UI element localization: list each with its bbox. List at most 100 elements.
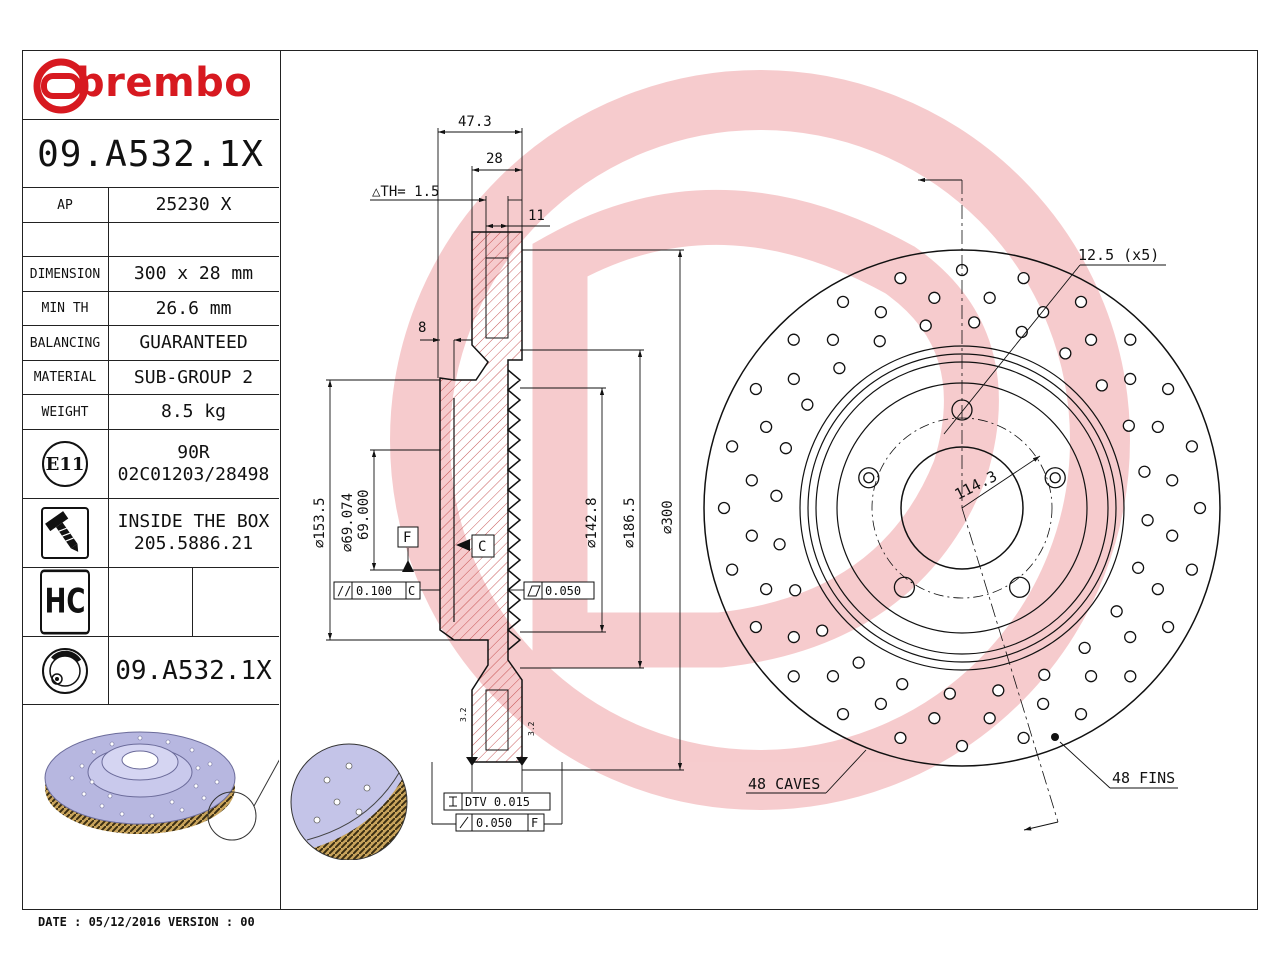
dim-186: ∅186.5 bbox=[622, 497, 638, 548]
datum-f-box bbox=[397, 526, 419, 548]
drilled-hole bbox=[1151, 582, 1165, 596]
roughness-a: 3.2 bbox=[459, 707, 468, 722]
balancing-value: GUARANTEED bbox=[139, 332, 248, 353]
tol-flat-value: 0.050 bbox=[545, 584, 581, 598]
drilled-hole bbox=[1193, 501, 1207, 515]
drilled-hole bbox=[1185, 440, 1199, 453]
blank-row bbox=[22, 223, 279, 257]
dim-153: ∅153.5 bbox=[312, 497, 328, 548]
screw-cell bbox=[22, 499, 109, 567]
bottom-part-number: 09.A532.1X bbox=[115, 655, 272, 686]
drilled-hole bbox=[1038, 668, 1051, 681]
drilled-hole bbox=[1084, 670, 1098, 683]
e11-row: E11 90R 02C01203/28498 bbox=[22, 430, 279, 499]
dtv-arrow-right bbox=[516, 757, 528, 766]
disc-detail-illustration bbox=[290, 743, 408, 860]
drilled-hole bbox=[1124, 372, 1137, 386]
runout-frame: 0.050 F bbox=[455, 813, 545, 832]
minth-label: MIN TH bbox=[22, 292, 109, 325]
bottom-part-row: 09.A532.1X bbox=[22, 637, 279, 705]
e11-line1: 90R bbox=[177, 442, 210, 463]
minth-value: 26.6 mm bbox=[155, 297, 232, 319]
datum-c-label: C bbox=[478, 539, 486, 555]
drilled-hole bbox=[983, 291, 996, 304]
stud-hole-inner bbox=[863, 472, 875, 484]
drilled-hole bbox=[779, 442, 793, 455]
drilled-hole bbox=[928, 712, 941, 725]
drilled-hole bbox=[1078, 641, 1091, 654]
drilled-hole bbox=[1074, 707, 1088, 721]
datum-c-triangle bbox=[456, 539, 470, 551]
drilled-hole bbox=[928, 291, 941, 304]
e11-line2: 02C01203/28498 bbox=[117, 464, 270, 485]
weight-label: WEIGHT bbox=[22, 395, 109, 429]
dim-8: 8 bbox=[418, 320, 426, 336]
tol-parallel-ref: C bbox=[408, 584, 415, 598]
drilled-hole bbox=[717, 501, 731, 515]
dim-th: △TH= 1.5 bbox=[372, 184, 439, 200]
weight-value: 8.5 kg bbox=[160, 401, 227, 422]
dimension-label: DIMENSION bbox=[22, 257, 109, 291]
drawing-frame bbox=[22, 50, 1258, 910]
dimension-lines bbox=[326, 128, 684, 825]
drilled-hole bbox=[873, 335, 886, 348]
drilled-hole bbox=[833, 362, 846, 375]
drilled-hole bbox=[836, 707, 850, 721]
brembo-logo-icon bbox=[33, 58, 89, 114]
drilled-hole bbox=[955, 739, 969, 753]
balancing-row: BALANCING GUARANTEED bbox=[22, 326, 279, 361]
drilled-hole bbox=[1122, 419, 1135, 432]
e11-badge-icon: E11 bbox=[42, 441, 88, 487]
dim-11: 11 bbox=[528, 208, 545, 224]
drilled-hole bbox=[1185, 563, 1199, 576]
part-number-row bbox=[22, 120, 279, 188]
drilled-hole bbox=[992, 684, 1005, 697]
box-values: INSIDE THE BOX 205.5886.21 bbox=[108, 499, 279, 567]
drilled-hole bbox=[745, 474, 758, 487]
drilled-hole bbox=[1084, 333, 1098, 346]
drilled-hole bbox=[1166, 529, 1179, 542]
drilled-hole bbox=[1124, 630, 1137, 644]
drilled-hole bbox=[787, 630, 800, 644]
minth-row: MIN TH 26.6 mm bbox=[22, 292, 279, 326]
footer-info: DATE : 05/12/2016 VERSION : 00 bbox=[38, 915, 255, 929]
drilled-hole bbox=[919, 319, 932, 332]
datum-f-label: F bbox=[403, 530, 411, 546]
drilled-hole bbox=[852, 656, 865, 669]
box-row: INSIDE THE BOX 205.5886.21 bbox=[22, 499, 279, 568]
drilled-hole bbox=[1166, 474, 1179, 487]
drilled-hole bbox=[874, 305, 888, 319]
stud-hole bbox=[1044, 467, 1066, 489]
stud-hole-inner bbox=[1049, 472, 1061, 484]
ap-label: AP bbox=[22, 188, 109, 222]
roughness-b: 3.2 bbox=[527, 721, 536, 736]
drilled-hole bbox=[836, 295, 850, 309]
drilled-hole bbox=[801, 398, 814, 411]
hc-row: HC bbox=[22, 568, 279, 637]
drilled-hole bbox=[968, 316, 981, 329]
drilled-hole bbox=[787, 372, 800, 386]
dimension-row: DIMENSION 300 x 28 mm bbox=[22, 257, 279, 292]
info-panel: 09.A532.1X AP 25230 X DIMENSION 300 x 28… bbox=[22, 50, 408, 910]
drilled-hole bbox=[1141, 514, 1154, 527]
runout-ref: F bbox=[531, 816, 538, 830]
stud-holes bbox=[858, 399, 1066, 598]
datum-f-triangle bbox=[402, 560, 414, 572]
dtv-frame: DTV 0.015 bbox=[443, 792, 551, 811]
drilled-hole bbox=[1036, 697, 1050, 711]
drilled-hole bbox=[725, 440, 739, 453]
drilled-hole bbox=[874, 697, 888, 711]
dim-47: 47.3 bbox=[458, 114, 492, 130]
disc-front-view bbox=[703, 177, 1221, 831]
dim-142: ∅142.8 bbox=[584, 497, 600, 548]
drilled-hole bbox=[826, 670, 840, 683]
drilled-hole bbox=[1059, 347, 1072, 360]
stud-hole bbox=[893, 576, 916, 598]
drilled-hole bbox=[894, 731, 907, 745]
drilled-hole bbox=[759, 420, 773, 434]
drilled-hole bbox=[1151, 420, 1165, 434]
drilled-hole bbox=[983, 712, 996, 725]
drilled-hole bbox=[1124, 670, 1137, 683]
drilled-hole bbox=[1017, 271, 1030, 285]
